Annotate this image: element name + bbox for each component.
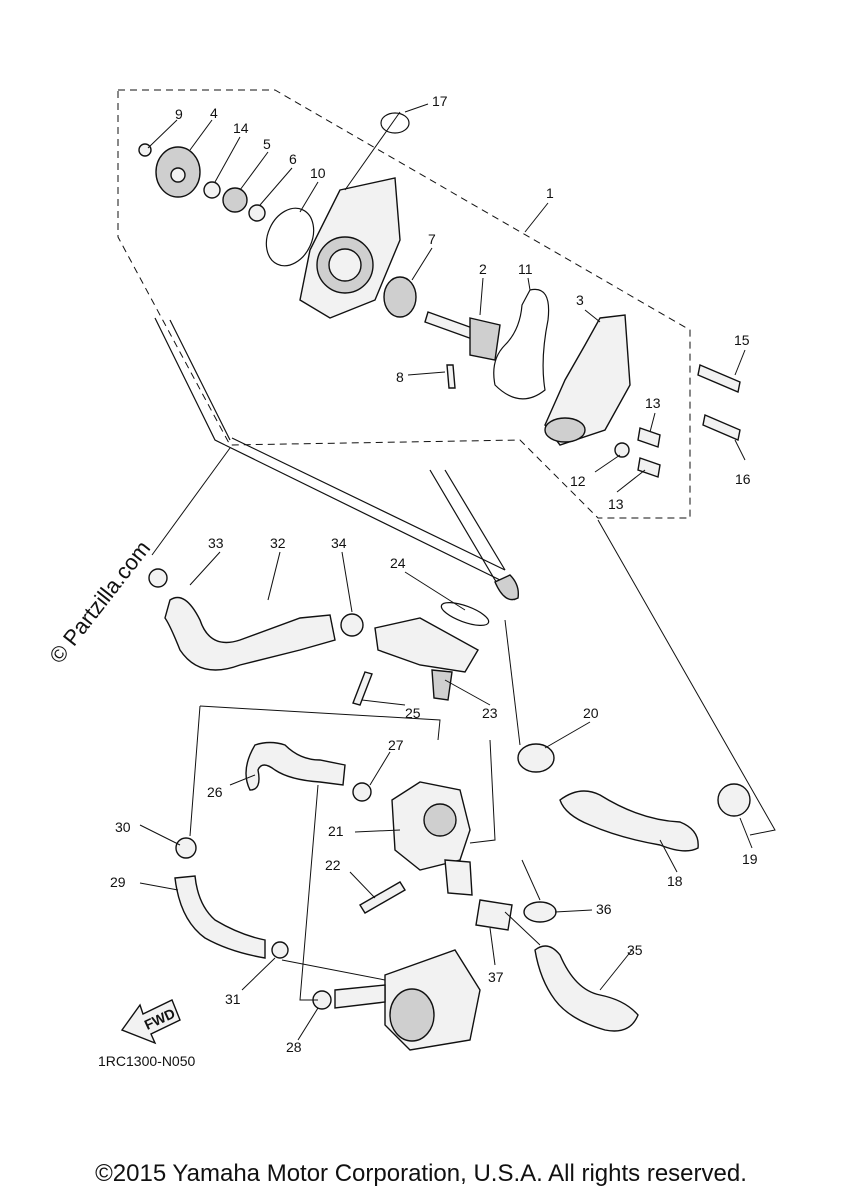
callout-label: 27 [388, 737, 404, 753]
assembly-outline-dashed [117, 89, 691, 519]
callout-label: 21 [328, 823, 344, 839]
hose-29 [174, 875, 266, 959]
thermostat-cover-23 [374, 617, 479, 701]
bolt-13-lower [637, 457, 661, 478]
callout-label: 30 [115, 819, 131, 835]
callout-label: 5 [263, 136, 271, 152]
o-ring-24 [440, 602, 490, 626]
callout-label: 16 [735, 471, 751, 487]
bolt-15 [697, 364, 741, 393]
callout-label: 2 [479, 261, 487, 277]
callout-label: 28 [286, 1039, 302, 1055]
clamp-36 [523, 901, 557, 923]
clamp-27 [352, 782, 372, 802]
callout-label: 11 [518, 261, 533, 277]
gasket-11 [493, 288, 550, 400]
clamp-20 [517, 743, 555, 773]
callout-label: 19 [742, 851, 758, 867]
fwd-arrow-icon: FWD [120, 999, 181, 1045]
mechanical-seal-7 [383, 276, 417, 318]
seal-6 [248, 204, 266, 222]
dowel-pin-8 [446, 364, 456, 389]
callout-label: 15 [734, 332, 750, 348]
callout-label: 25 [405, 705, 421, 721]
callout-label: 13 [608, 496, 624, 512]
hose-32 [164, 596, 336, 671]
clamp-30 [175, 837, 197, 859]
o-ring-10 [265, 207, 315, 267]
callout-label: 33 [208, 535, 224, 551]
bolt-16 [702, 414, 741, 441]
leader-lines [139, 103, 776, 1041]
callout-label: 10 [310, 165, 326, 181]
callout-label: 34 [331, 535, 347, 551]
callout-label: 37 [488, 969, 504, 985]
bolt-13-upper [637, 427, 661, 448]
callout-label: 12 [570, 473, 586, 489]
watermark: © Partzilla.com [44, 536, 155, 668]
pump-housing [299, 177, 401, 319]
callout-label: 6 [289, 151, 297, 167]
clamp-19 [717, 783, 751, 817]
callout-label: 24 [390, 555, 406, 571]
callout-label: 36 [596, 901, 612, 917]
callout-label: 29 [110, 874, 126, 890]
callout-label: 20 [583, 705, 599, 721]
hose-cooler-pipe [334, 984, 386, 1009]
callout-labels: 9 4 14 5 6 10 17 1 7 2 11 3 15 8 13 16 1… [110, 93, 758, 1055]
bearing-5 [222, 187, 248, 213]
callout-label: 14 [233, 120, 249, 136]
copyright-notice: ©2015 Yamaha Motor Corporation, U.S.A. A… [95, 1160, 747, 1187]
clamp-34 [340, 613, 364, 637]
callout-label: 35 [627, 942, 643, 958]
hose-26 [245, 741, 346, 791]
hose-18 [559, 790, 699, 852]
clamp-31 [271, 941, 289, 959]
callout-label: 26 [207, 784, 223, 800]
bolt-22 [359, 881, 406, 914]
circlip-9 [138, 143, 152, 157]
callout-label: 23 [482, 705, 498, 721]
callout-label: 8 [396, 369, 404, 385]
hose-35 [534, 945, 639, 1032]
impeller-gear-4 [155, 146, 201, 198]
clamp-33 [148, 568, 168, 588]
callout-label: 22 [325, 857, 341, 873]
callout-label: 17 [432, 93, 448, 109]
pump-cover-3 [544, 314, 631, 446]
callout-label: 1 [546, 185, 554, 201]
radiator-frame [154, 317, 520, 601]
callout-label: 9 [175, 106, 183, 122]
washer-14 [203, 181, 221, 199]
callout-label: 7 [428, 231, 436, 247]
washer-12 [614, 442, 630, 458]
callout-label: 13 [645, 395, 661, 411]
thermostat-21 [391, 781, 473, 896]
impeller-shaft-2 [424, 311, 501, 361]
callout-label: 3 [576, 292, 584, 308]
oil-cooler [384, 949, 481, 1051]
diagram-code: 1RC1300-N050 [98, 1053, 195, 1069]
o-ring-17 [380, 112, 410, 134]
callout-label: 4 [210, 105, 218, 121]
clip-37 [475, 899, 513, 931]
callout-label: 18 [667, 873, 683, 889]
callout-label: 32 [270, 535, 286, 551]
bolt-25 [352, 671, 373, 706]
callout-label: 31 [225, 991, 241, 1007]
